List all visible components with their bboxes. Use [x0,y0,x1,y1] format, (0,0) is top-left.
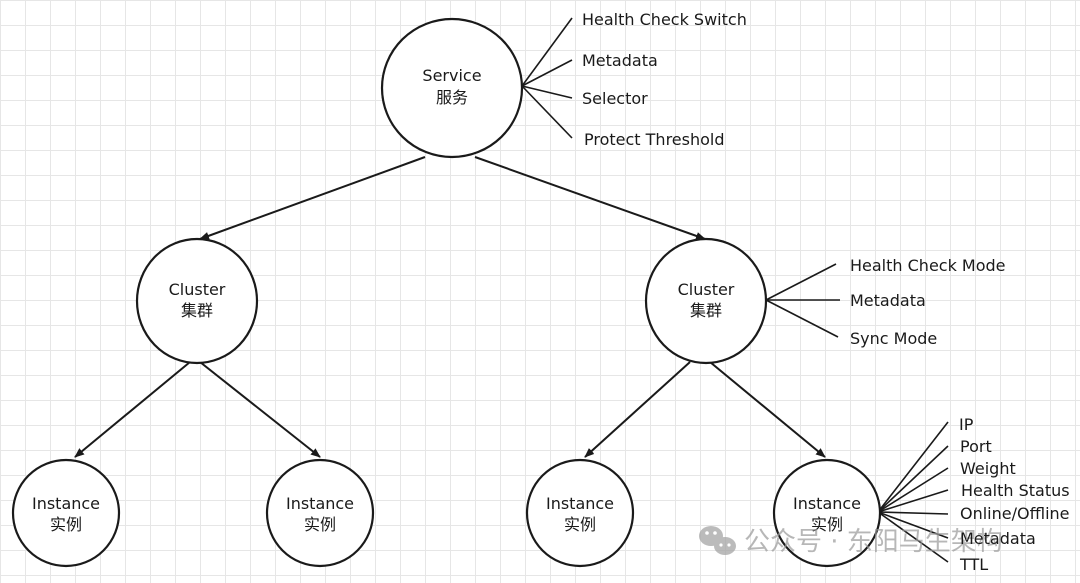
service-attr-protect-threshold: Protect Threshold [584,130,725,149]
service-attr-selector: Selector [582,89,648,108]
instance-attr-metadata: Metadata [960,529,1036,548]
instance-node-2 [265,458,375,568]
service-attr-line-2 [521,59,573,87]
instance-1-title: Instance [32,494,100,513]
cluster-attr-line-1 [765,263,837,301]
edge-cluster-left-instance-2 [199,361,321,458]
instance-1-subtitle: 实例 [50,515,82,534]
instance-attr-online-offline: Online/Offline [960,504,1070,523]
instance-node-1 [11,458,121,568]
cluster-right-subtitle: 集群 [690,301,722,320]
watermark-text: 公众号 · 东阳马生架构 [744,527,1003,557]
service-title: Service [422,66,481,85]
wechat-icon [699,526,736,555]
edge-cluster-left-instance-1 [74,361,191,458]
instance-attr-health-status: Health Status [961,481,1070,500]
cluster-left-title: Cluster [169,280,226,299]
instance-attr-line-1 [877,421,949,513]
instance-2-subtitle: 实例 [304,515,336,534]
service-subtitle: 服务 [436,88,468,107]
instance-node-3 [525,458,635,568]
instance-node-4 [772,458,882,568]
instance-4-title: Instance [793,494,861,513]
cluster-attr-health-check-mode: Health Check Mode [850,256,1006,275]
instance-attr-line-3 [877,467,949,513]
instance-3-subtitle: 实例 [564,515,596,534]
service-attr-line-4 [521,85,573,139]
cluster-node-right [644,237,768,365]
instance-attr-ip: IP [959,415,974,434]
instance-attr-line-5 [877,511,949,515]
instance-attr-line-7 [877,511,949,563]
instance-attr-line-4 [877,489,949,513]
service-attr-health-check-switch: Health Check Switch [582,10,747,29]
instance-attr-ttl: TTL [959,555,988,574]
instance-attr-line-6 [877,511,949,539]
cluster-attr-line-3 [765,299,839,338]
instance-4-subtitle: 实例 [811,515,843,534]
watermark: 公众号 · 东阳马生架构 [699,526,1003,557]
instance-3-title: Instance [546,494,614,513]
service-attr-line-1 [521,17,573,87]
instance-attr-weight: Weight [960,459,1016,478]
instance-attr-line-2 [877,445,949,513]
instance-2-title: Instance [286,494,354,513]
cluster-node-left [135,237,259,365]
edge-cluster-right-instance-3 [584,361,691,458]
cluster-attr-sync-mode: Sync Mode [850,329,937,348]
service-attr-metadata: Metadata [582,51,658,70]
cluster-right-title: Cluster [678,280,735,299]
edge-service-cluster-left [199,156,426,240]
service-attr-line-3 [521,85,573,99]
edge-cluster-right-instance-4 [709,361,826,458]
instance-attr-port: Port [960,437,992,456]
cluster-left-subtitle: 集群 [181,301,213,320]
cluster-attr-metadata: Metadata [850,291,926,310]
edge-service-cluster-right [474,156,706,240]
service-node [380,17,524,159]
